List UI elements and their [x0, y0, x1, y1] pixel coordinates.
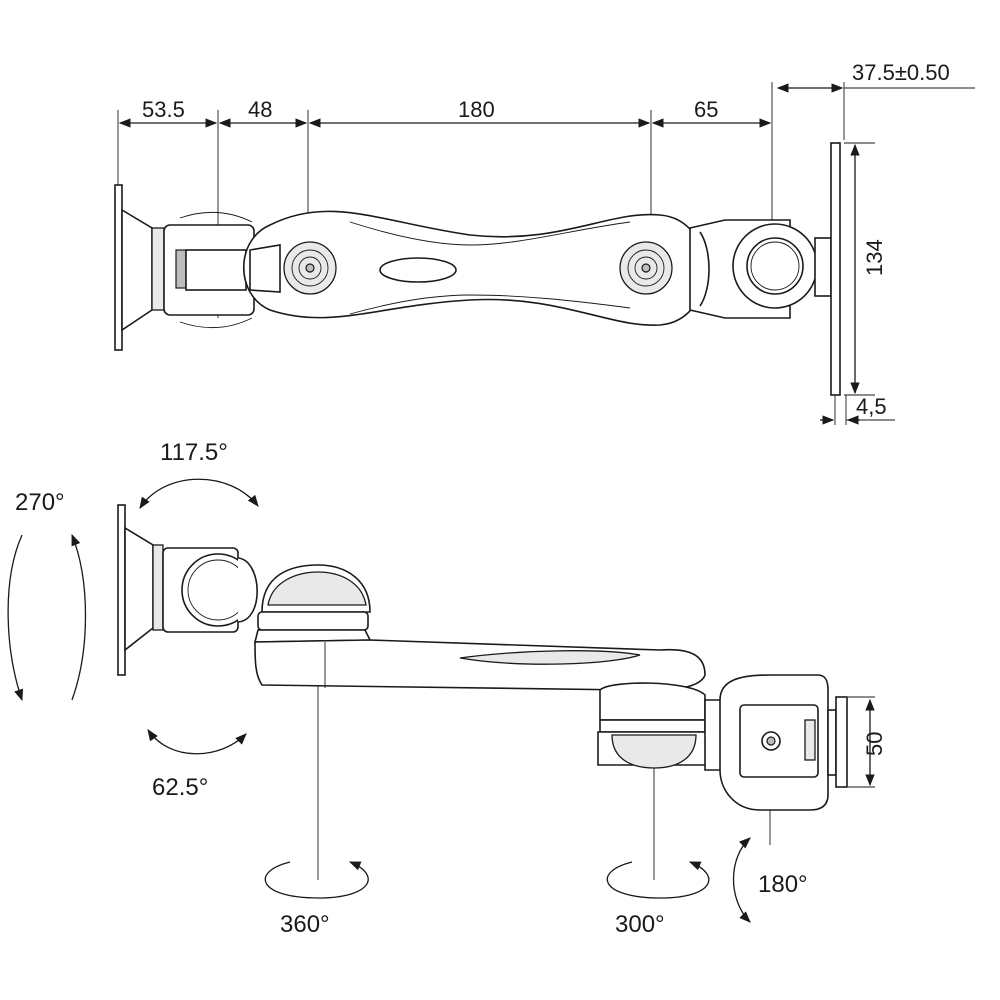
- side-arm: [254, 639, 706, 733]
- dim-4-5: 4,5: [856, 394, 887, 419]
- top-view: 53.5 48 180 65 37.5±0.50 134 4,5: [114, 60, 975, 425]
- top-head-connector: [689, 142, 841, 396]
- dim-180: 180: [458, 97, 495, 122]
- side-wall-bracket: [117, 504, 258, 676]
- angle-117-5: 117.5°: [160, 439, 228, 466]
- top-wall-bracket: [114, 184, 255, 351]
- dim-134: 134: [862, 239, 887, 276]
- angle-270: 270°: [15, 489, 65, 516]
- dim-37-5: 37.5±0.50: [852, 60, 950, 85]
- side-view: 117.5° 270° 62.5° 360° 300° 180° 50: [7, 439, 887, 938]
- dim-53-5: 53.5: [142, 97, 185, 122]
- angle-360: 360°: [280, 911, 330, 938]
- swivel-axes: [317, 680, 875, 880]
- angle-62-5: 62.5°: [152, 774, 208, 801]
- angle-300: 300°: [615, 911, 665, 938]
- top-dimension-lines: [118, 83, 975, 425]
- rotation-arrows: [7, 478, 751, 923]
- dim-48: 48: [248, 97, 272, 122]
- dim-65: 65: [694, 97, 718, 122]
- side-monitor-head: [719, 674, 848, 811]
- top-arm-link: [242, 210, 706, 326]
- side-elbow-joint: [597, 699, 723, 771]
- dim-50: 50: [862, 732, 887, 756]
- side-upper-joint: [253, 564, 372, 643]
- angle-180: 180°: [758, 871, 808, 898]
